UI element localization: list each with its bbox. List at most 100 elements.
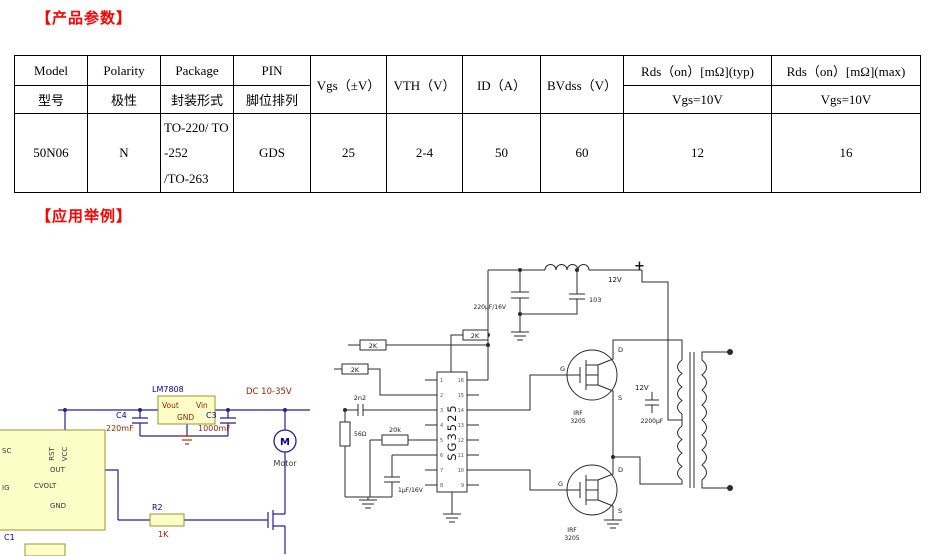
ic-pin-rst-label: RST: [48, 446, 56, 460]
timer-ic: RST VCC OUT CVOLT GND SC IG: [0, 429, 106, 531]
regulator-vin-label: Vin: [196, 401, 208, 410]
resistor-body: [381, 434, 409, 446]
header-rds-typ: Rds（on）[mΩ](typ): [623, 55, 772, 86]
capacitor-c4: C4 220mF: [106, 411, 134, 433]
mosfet-drain-label: D: [618, 466, 623, 474]
header-model-cn: 型号: [14, 85, 88, 114]
pin-number: 2: [440, 393, 443, 399]
pin-number: 6: [440, 453, 443, 459]
ic-pin-gnd-label: GND: [50, 502, 66, 510]
resistor-2k-c: 2K: [462, 329, 489, 341]
pin-number: 13: [458, 423, 464, 429]
pin-number: 10: [458, 468, 464, 474]
regulator-vout-label: Vout: [162, 401, 179, 410]
header-polarity-cn: 极性: [87, 85, 161, 114]
cell-pin: GDS: [233, 112, 311, 194]
earth-ground-symbol: [179, 435, 195, 445]
pwm-controller-ic: SG3525 1 2 3 4 5 6 7 8 16 15 14 13 12 11…: [436, 371, 468, 493]
c3-value-label: 1000mF: [198, 424, 231, 433]
motor-driver-schematic: RST VCC OUT CVOLT GND SC IG LM7808 Vout …: [0, 385, 310, 556]
transformer-core-and-leads: [681, 351, 727, 489]
resistor-value: 56Ω: [354, 431, 367, 438]
pin-number: 15: [458, 393, 464, 399]
mosfet-circle: [566, 349, 618, 401]
resistor-body: [341, 363, 369, 375]
motor-symbol: M Motor: [273, 429, 297, 468]
header-pin-cn: 脚位排列: [233, 85, 311, 114]
pin-number: 3: [440, 408, 443, 414]
junction-dot: [226, 408, 230, 412]
cell-rds-max: 16: [771, 112, 921, 194]
junction-dot: [611, 455, 615, 459]
header-package-cn: 封装形式: [160, 85, 234, 114]
pin-number: 1: [440, 378, 443, 384]
resistor-20k: 20k: [381, 426, 409, 446]
table-data-row: 50N06 N TO-220/ TO -252 /TO-263 GDS 25 2…: [14, 112, 921, 194]
header-vth: VTH（V）: [386, 55, 463, 114]
resistor-value: 2K: [471, 332, 480, 340]
output-12v-label: 12V: [635, 384, 649, 392]
motor-circle: [273, 429, 297, 453]
resistor-body: [339, 421, 351, 447]
header-polarity: Polarity: [87, 55, 161, 86]
c4-value-label: 220mF: [106, 424, 134, 433]
r2-value-label: 1K: [158, 530, 169, 539]
product-spec-table: Model Polarity Package PIN Vgs（±V） VTH（V…: [14, 55, 921, 194]
sg3525-label: SG3525: [445, 403, 459, 460]
section-heading-application-examples: 【应用举例】: [36, 207, 133, 225]
resistor-value: 20k: [389, 426, 401, 434]
header-rds-max: Rds（on）[mΩ](max): [771, 55, 921, 86]
ic-pin-out-label: OUT: [50, 466, 66, 474]
voltage-regulator: LM7808 Vout Vin GND: [152, 385, 216, 425]
pin-number: 8: [440, 483, 443, 489]
ic-pin-trig-label: IG: [2, 484, 10, 492]
mosfet-drain-label: D: [618, 346, 623, 354]
transformer-secondary-winding: [701, 359, 707, 481]
junction-dot: [518, 312, 522, 316]
pin-number: 16: [458, 378, 464, 384]
resistor-r2: R2 1K: [149, 503, 185, 539]
cell-id: 50: [462, 112, 541, 194]
c3-ref-label: C3: [206, 411, 217, 420]
timing-network-wires: [334, 334, 488, 514]
ic-pin-vcc-label: VCC: [61, 447, 69, 462]
output-terminal-dot: [727, 485, 733, 491]
resistor-2k-b: 2K: [341, 363, 369, 375]
cell-model: 50N06: [14, 112, 88, 194]
earth-ground-symbols: [359, 331, 622, 529]
header-model: Model: [14, 55, 88, 86]
cell-bvdss: 60: [540, 112, 624, 194]
regulator-gnd-label: GND: [177, 413, 194, 422]
mosfet-part-line2: 3205: [570, 418, 585, 425]
mosfet-part-line1: IRF: [567, 527, 577, 534]
capacitor-103-label: 103: [589, 296, 601, 304]
ic-pin-stubs: [425, 379, 479, 486]
filter-cap-wires: [511, 270, 585, 332]
junction-dot: [518, 268, 522, 272]
mosfet-gate-label: G: [560, 365, 565, 373]
capacitor-220uf-label: 220μF/16V: [474, 304, 507, 311]
cell-vgs: 25: [310, 112, 387, 194]
junction-dot: [138, 408, 142, 412]
header-vgs: Vgs（±V）: [310, 55, 387, 114]
left-circuit-wires: [58, 408, 310, 554]
supply-plus-sign: +: [634, 259, 645, 274]
output-stage-wires: [479, 339, 683, 520]
header-pin: PIN: [233, 55, 311, 86]
pin-number: 5: [440, 438, 443, 444]
mosfet-lower: D G S IRF 3205: [558, 464, 623, 542]
mosfet-circle: [566, 464, 618, 516]
pin-number: 14: [458, 408, 464, 414]
cell-rds-typ: 12: [623, 112, 772, 194]
junction-dot: [283, 408, 287, 412]
resistor-2k-a: 2K: [359, 339, 387, 351]
inverter-schematic: SG3525 1 2 3 4 5 6 7 8 16 15 14 13 12 11…: [334, 259, 733, 542]
resistor-value: 2K: [369, 342, 378, 350]
cell-vth: 2-4: [386, 112, 463, 194]
capacitor-c3: C3 1000mF: [198, 411, 231, 433]
capacitor-2200uf-label: 2200μF: [641, 418, 664, 425]
pin-number: 12: [458, 438, 464, 444]
motor-m-letter: M: [280, 437, 290, 448]
mosfet-part-line2: 3205: [564, 535, 579, 542]
section-heading-product-parameters: 【产品参数】: [36, 9, 133, 27]
